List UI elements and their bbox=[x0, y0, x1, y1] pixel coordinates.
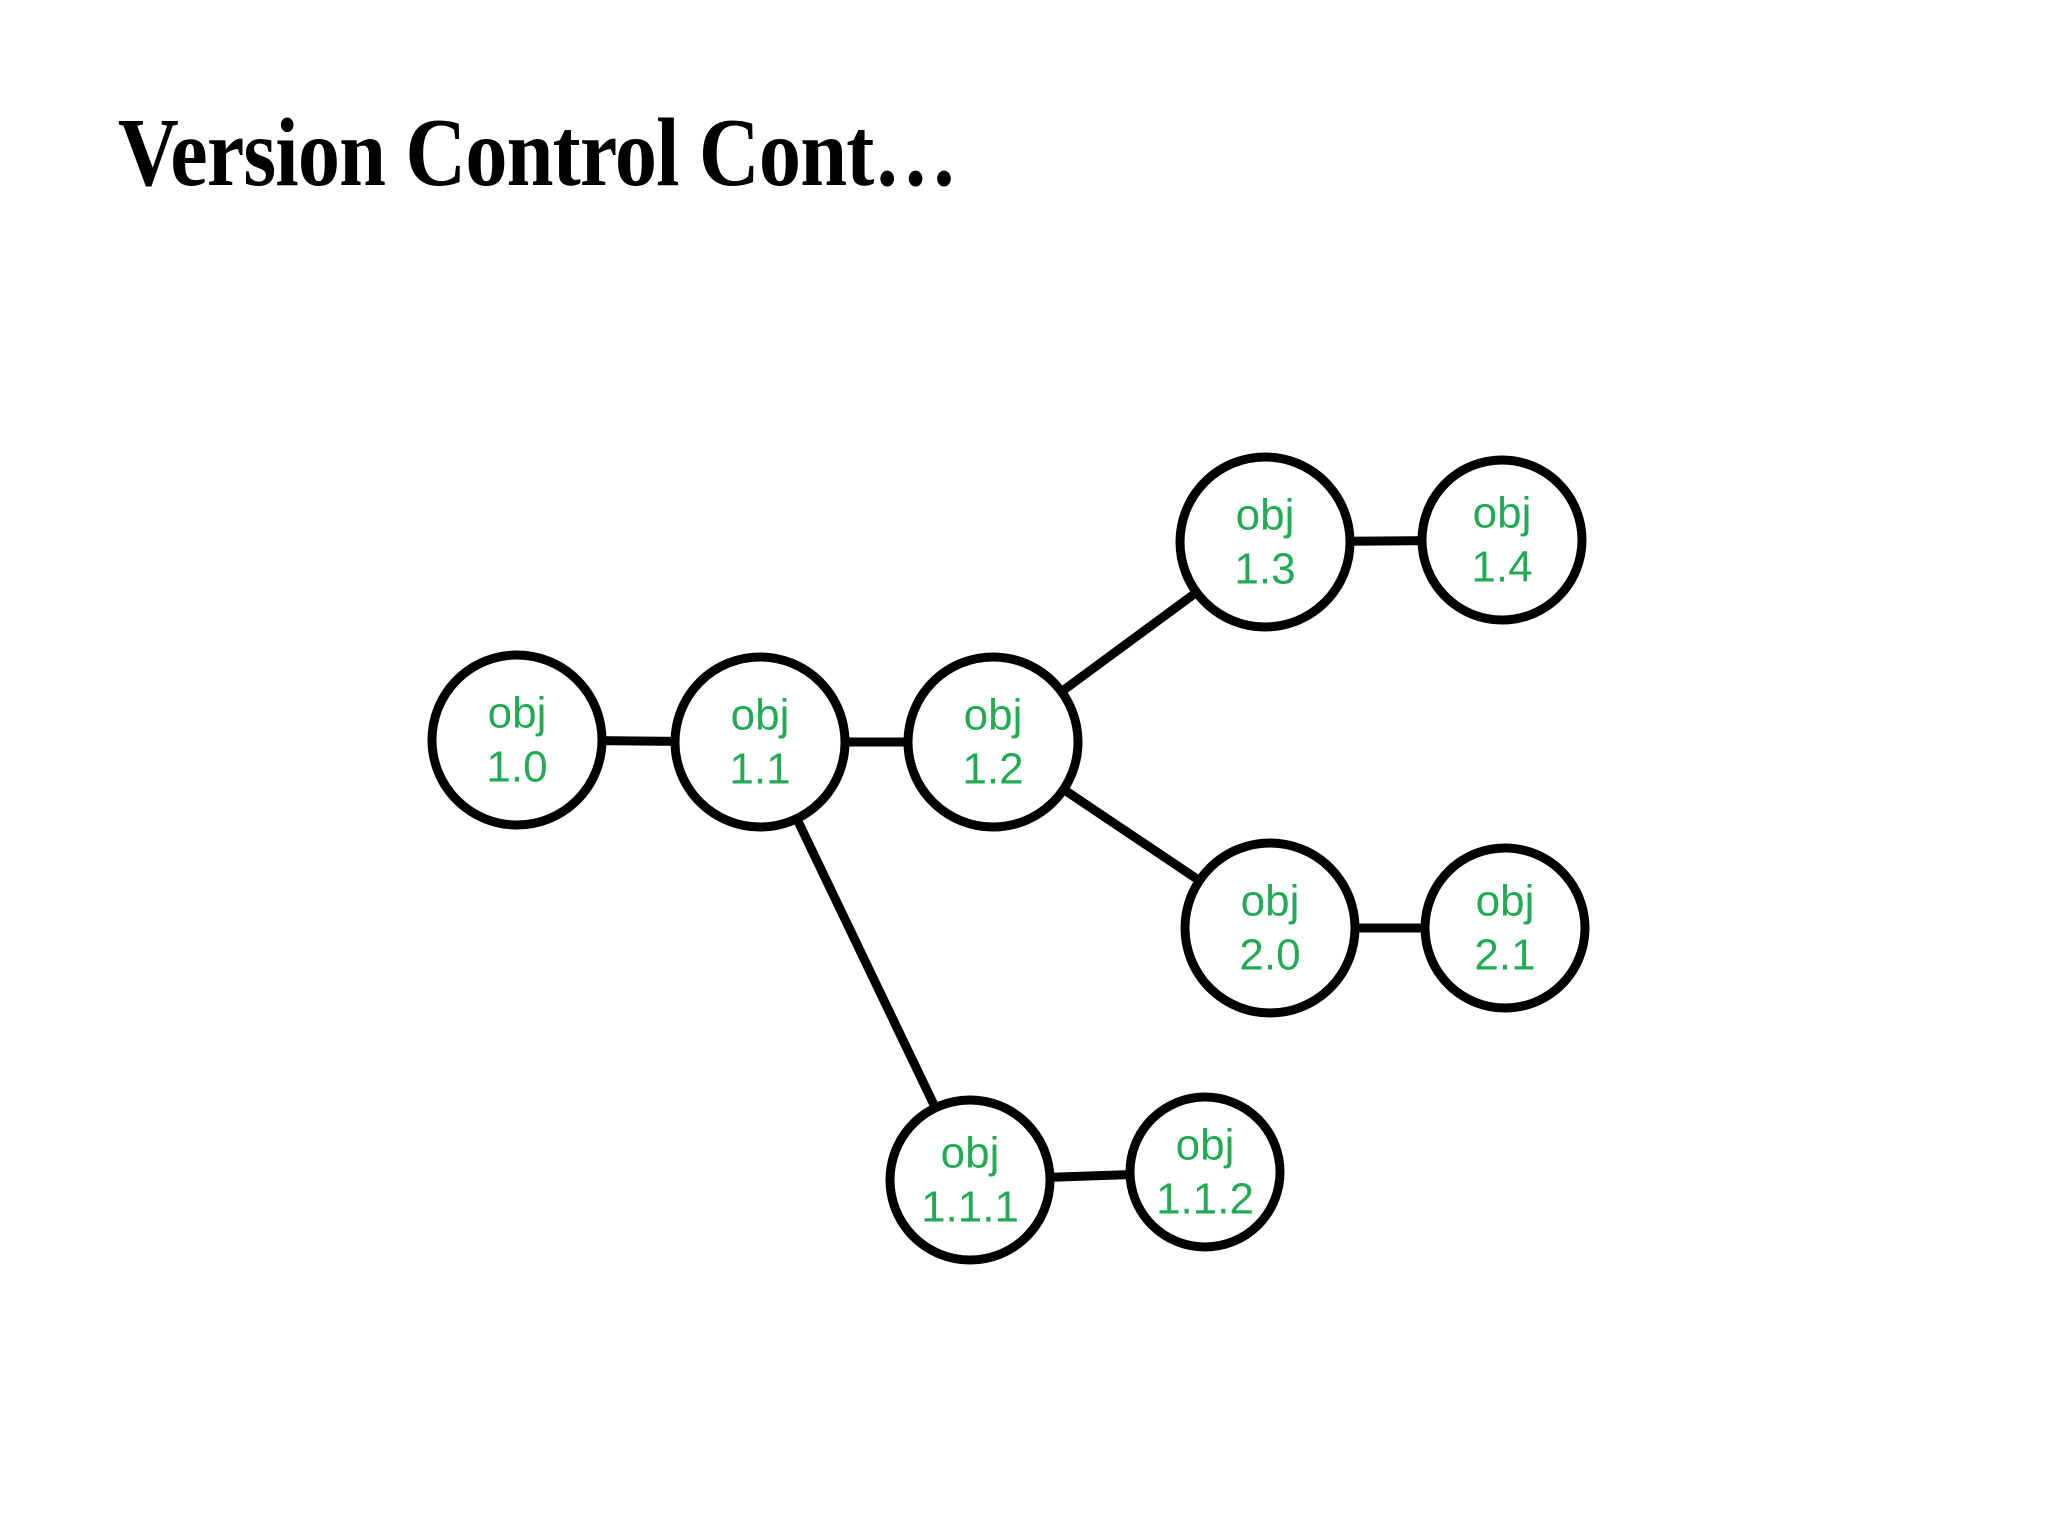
node-label-line1: obj bbox=[941, 1129, 1000, 1178]
node-label-line2: 1.0 bbox=[486, 743, 547, 792]
node-obj-1-1[interactable]: obj 1.1 bbox=[670, 652, 850, 832]
node-circle[interactable] bbox=[1417, 455, 1587, 625]
node-label-line2: 2.1 bbox=[1474, 931, 1535, 980]
node-obj-1-2[interactable]: obj 1.2 bbox=[903, 652, 1083, 832]
node-circle[interactable] bbox=[427, 650, 607, 830]
node-layer: obj 1.0 obj 1.1 obj 1.2 obj 1.3 obj 1.4 obj 2.0 obj 2… bbox=[427, 452, 1590, 1265]
node-label-line1: obj bbox=[1241, 877, 1300, 926]
page-title: Version Control Cont… bbox=[118, 99, 958, 207]
node-label-line1: obj bbox=[964, 691, 1023, 740]
node-label-line2: 1.3 bbox=[1234, 545, 1295, 594]
edge-obj-1-3-to-obj-1-4 bbox=[1347, 536, 1425, 546]
node-obj-1-1-2[interactable]: obj 1.1.2 bbox=[1125, 1092, 1285, 1252]
edge-obj-1-2-to-obj-1-3 bbox=[1057, 587, 1201, 697]
edge-obj-1-1-1-to-obj-1-1-2 bbox=[1047, 1169, 1133, 1182]
node-circle[interactable] bbox=[1175, 452, 1355, 632]
node-label-line2: 1.1.2 bbox=[1156, 1175, 1254, 1224]
node-label-line1: obj bbox=[1236, 491, 1295, 540]
node-label-line2: 1.1.1 bbox=[921, 1183, 1019, 1232]
node-label-line2: 1.2 bbox=[962, 745, 1023, 794]
node-obj-1-1-1[interactable]: obj 1.1.1 bbox=[885, 1095, 1055, 1265]
node-label-line1: obj bbox=[731, 691, 790, 740]
node-label-line1: obj bbox=[1473, 489, 1532, 538]
node-label-line1: obj bbox=[1176, 1121, 1235, 1170]
node-label-line1: obj bbox=[488, 689, 547, 738]
edge-obj-1-0-to-obj-1-1 bbox=[599, 736, 678, 746]
node-obj-1-3[interactable]: obj 1.3 bbox=[1175, 452, 1355, 632]
node-label-line1: obj bbox=[1476, 877, 1535, 926]
node-circle[interactable] bbox=[670, 652, 850, 832]
node-obj-1-4[interactable]: obj 1.4 bbox=[1417, 455, 1587, 625]
node-circle[interactable] bbox=[1420, 843, 1590, 1013]
node-circle[interactable] bbox=[903, 652, 1083, 832]
node-circle[interactable] bbox=[1180, 838, 1360, 1018]
node-circle[interactable] bbox=[1125, 1092, 1285, 1252]
node-label-line2: 1.4 bbox=[1471, 543, 1532, 592]
edge-layer bbox=[599, 536, 1427, 1182]
edge-obj-1-1-to-obj-1-1-1 bbox=[791, 814, 941, 1112]
node-label-line2: 2.0 bbox=[1239, 931, 1300, 980]
node-obj-2-1[interactable]: obj 2.1 bbox=[1420, 843, 1590, 1013]
edge-obj-1-2-to-obj-2-0 bbox=[1059, 784, 1204, 886]
node-obj-2-0[interactable]: obj 2.0 bbox=[1180, 838, 1360, 1018]
node-obj-1-0[interactable]: obj 1.0 bbox=[427, 650, 607, 830]
node-label-line2: 1.1 bbox=[729, 745, 790, 794]
node-circle[interactable] bbox=[885, 1095, 1055, 1265]
